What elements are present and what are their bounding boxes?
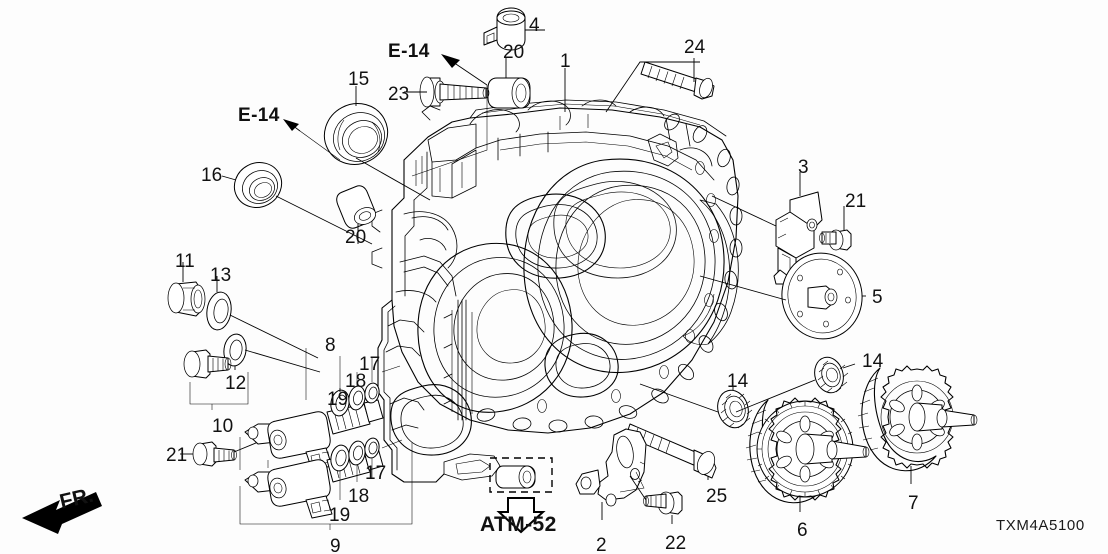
part-6-parking-gear-driven xyxy=(745,397,870,512)
part-orings-group-b xyxy=(330,437,403,500)
item-number-o-ring-a-small: 17 xyxy=(359,354,381,375)
item-number-stay-bracket: 3 xyxy=(798,157,809,178)
part-24-flange-bolt-long xyxy=(640,58,715,100)
housing-body xyxy=(371,99,743,483)
part-13-sealing-washer-large xyxy=(206,276,319,359)
item-number-dowel-pin-upper: 20 xyxy=(503,42,525,63)
item-number-washer-sealing-small: 12 xyxy=(225,373,247,394)
item-number-dowel-pin-lower: 20 xyxy=(345,227,367,248)
item-number-shift-control-lever: 2 xyxy=(596,535,607,554)
part-12-sealing-washer-small xyxy=(223,333,321,373)
item-number-needle-bearing-left: 14 xyxy=(727,371,749,392)
item-number-flange-bolt-short-right: 21 xyxy=(845,191,867,212)
item-number-needle-bearing-right: 14 xyxy=(862,351,884,372)
part-code-label: TXM4A5100 xyxy=(996,517,1085,534)
part-22-flange-bolt-lever xyxy=(629,475,683,524)
item-number-flange-bolt-lever: 22 xyxy=(665,533,687,554)
leader-lines xyxy=(275,61,700,245)
part-23-flange-bolt xyxy=(404,76,490,108)
part-20-dowel-pin-lower xyxy=(336,185,377,244)
part-8-solenoid-valve-a xyxy=(239,348,384,471)
item-number-drain-plug-assembly: 10 xyxy=(212,416,234,437)
item-number-oil-seal-large: 15 xyxy=(348,69,370,90)
item-number-flange-bolt-washer: 23 xyxy=(388,84,410,105)
item-number-solenoid-valve-a: 8 xyxy=(325,335,336,356)
fr-direction-arrow xyxy=(22,492,102,534)
part-orings-group-a xyxy=(330,348,401,417)
item-number-washer-sealing-large: 13 xyxy=(210,265,232,286)
item-number-flange-bolt-flanged: 25 xyxy=(706,486,728,507)
item-number-o-ring-b-medium: 18 xyxy=(348,486,370,507)
part-20-dowel-pin-upper xyxy=(487,58,531,109)
ref-e14-lower: E-14 xyxy=(238,105,280,126)
item-number-solenoid-valve-b: 9 xyxy=(330,536,341,554)
item-number-o-ring-b-large: 19 xyxy=(329,505,351,526)
item-number-o-ring-a-medium: 18 xyxy=(345,371,367,392)
part-5-baffle-plate xyxy=(699,252,866,340)
part-2-shift-control-lever xyxy=(575,428,647,520)
part-14-needle-bearing-left xyxy=(639,382,753,429)
ref-atm52-callout xyxy=(489,457,553,534)
part-4-speed-sensor xyxy=(483,7,545,51)
ref-atm52: ATM-52 xyxy=(480,513,557,536)
item-number-speed-sensor: 4 xyxy=(529,15,540,36)
part-3-stay-bracket xyxy=(711,172,823,285)
part-11-sealing-plug xyxy=(167,262,206,317)
part-7-parking-gear-drive xyxy=(857,365,978,484)
item-number-parking-gear-driven: 6 xyxy=(797,520,808,541)
item-number-o-ring-b-small: 17 xyxy=(365,463,387,484)
ref-e14-upper: E-14 xyxy=(388,41,430,62)
part-21-flange-bolt-left xyxy=(180,437,269,467)
item-number-plug-sealing: 11 xyxy=(175,251,195,272)
item-number-flange-bolt-short-left: 21 xyxy=(166,445,188,466)
item-number-flange-bolt-long: 24 xyxy=(684,37,706,58)
item-number-oil-seal-small: 16 xyxy=(201,165,223,186)
part-16-oil-seal-small xyxy=(221,162,283,208)
item-number-parking-gear-drive: 7 xyxy=(908,493,919,514)
item-number-baffle-plate: 5 xyxy=(872,287,883,308)
item-number-torque-converter-housing: 1 xyxy=(560,51,571,72)
item-number-o-ring-a-large: 19 xyxy=(327,389,349,410)
part-21-flange-bolt-right xyxy=(819,206,852,251)
part-15-oil-seal-large xyxy=(323,86,389,165)
ref-e14-arrows xyxy=(283,54,488,177)
part-10-drain-plug xyxy=(183,349,249,410)
part-14-needle-bearing-right xyxy=(735,356,856,413)
